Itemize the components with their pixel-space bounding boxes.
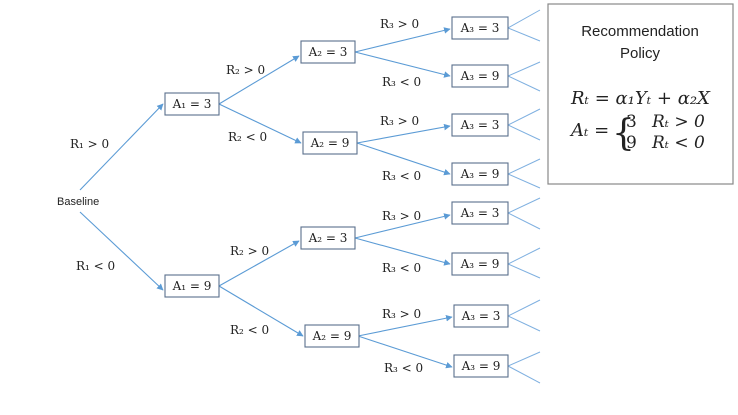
edge-label-r1-positive: R₁ > 0 — [70, 137, 109, 151]
edge-label-l3h: R₃ < 0 — [384, 361, 423, 375]
continuation-stubs — [507, 9, 541, 384]
edge-label-l3a: R₃ > 0 — [380, 17, 419, 31]
node-l3c-label: A₃ = 3 — [460, 118, 500, 132]
node-a1-3 — [164, 92, 220, 116]
node-l3h — [453, 354, 509, 378]
baseline-label: Baseline — [57, 196, 99, 208]
node-l3f — [451, 252, 509, 276]
policy-box — [547, 3, 734, 185]
edge-l2b-to-l3d — [356, 142, 451, 176]
policy-title-line2: Policy — [620, 45, 661, 62]
policy-case2-value: 9 — [626, 133, 637, 153]
node-l2d-label: A₂ = 9 — [312, 329, 352, 343]
node-l3e-label: A₃ = 3 — [460, 206, 500, 220]
node-l2c-label: A₂ = 3 — [308, 231, 348, 245]
node-l3e — [451, 201, 509, 225]
node-l3h-label: A₃ = 9 — [461, 359, 501, 373]
node-l2b-label: A₂ = 9 — [310, 136, 350, 150]
node-l3a-label: A₃ = 3 — [460, 21, 500, 35]
edge-a1-3-to-a2-3 — [218, 55, 300, 105]
edge-a1-3-to-a2-9 — [218, 103, 302, 144]
node-l3c — [451, 113, 509, 137]
policy-title-line1: Recommendation — [581, 23, 699, 40]
node-l3d — [451, 162, 509, 186]
node-l3a — [451, 16, 509, 40]
edge-l2c-to-l3f — [354, 237, 451, 266]
node-l2c — [300, 226, 356, 250]
node-a1-3-label: A₁ = 3 — [172, 97, 212, 111]
edge-baseline-to-a1-9 — [79, 211, 164, 291]
node-l3g-label: A₃ = 3 — [461, 309, 501, 323]
edge-a1-9-to-a2-9 — [218, 285, 304, 337]
edge-label-l2a: R₂ > 0 — [226, 63, 265, 77]
edge-label-l3b: R₃ < 0 — [382, 75, 421, 89]
node-l3b-label: A₃ = 9 — [460, 69, 500, 83]
node-l3g — [453, 304, 509, 328]
policy-case1-condition: Rₜ > 0 — [651, 112, 705, 132]
node-l2a — [300, 40, 356, 64]
policy-panel: Recommendation Policy Rₜ = α₁Yₜ + α₂X Aₜ… — [547, 3, 734, 185]
policy-reward-formula: Rₜ = α₁Yₜ + α₂X — [570, 88, 711, 109]
edge-label-r1-negative: R₁ < 0 — [76, 259, 115, 273]
policy-case1-value: 3 — [626, 112, 637, 132]
node-a1-9 — [164, 274, 220, 298]
node-l2b — [302, 131, 358, 155]
node-l3b — [451, 64, 509, 88]
edge-label-l2d: R₂ < 0 — [230, 323, 269, 337]
node-a1-9-label: A₁ = 9 — [172, 279, 212, 293]
edge-label-l3c: R₃ > 0 — [380, 114, 419, 128]
policy-case-brace: { — [612, 113, 635, 154]
edge-l2b-to-l3c — [356, 123, 451, 144]
edge-l2d-to-l3g — [357, 314, 453, 337]
edge-label-l3f: R₃ < 0 — [382, 261, 421, 275]
node-l3f-label: A₃ = 9 — [460, 257, 500, 271]
edge-l2d-to-l3h — [357, 335, 453, 369]
node-l2a-label: A₂ = 3 — [308, 45, 348, 59]
edge-a1-9-to-a2-3 — [218, 240, 300, 287]
edge-l2c-to-l3e — [354, 213, 451, 239]
node-l3d-label: A₃ = 9 — [460, 167, 500, 181]
policy-action-lhs: Aₜ = — [569, 120, 609, 141]
edge-baseline-to-a1-3 — [79, 103, 164, 191]
edge-l2a-to-l3a — [354, 27, 451, 53]
edge-label-l2c: R₂ > 0 — [230, 244, 269, 258]
node-l2d — [304, 324, 360, 348]
policy-case2-condition: Rₜ < 0 — [651, 133, 705, 153]
edge-label-l3d: R₃ < 0 — [382, 169, 421, 183]
edge-label-l2b: R₂ < 0 — [228, 130, 267, 144]
edge-label-l3e: R₃ > 0 — [382, 209, 421, 223]
edge-label-l3g: R₃ > 0 — [382, 307, 421, 321]
edge-l2a-to-l3b — [354, 51, 451, 78]
